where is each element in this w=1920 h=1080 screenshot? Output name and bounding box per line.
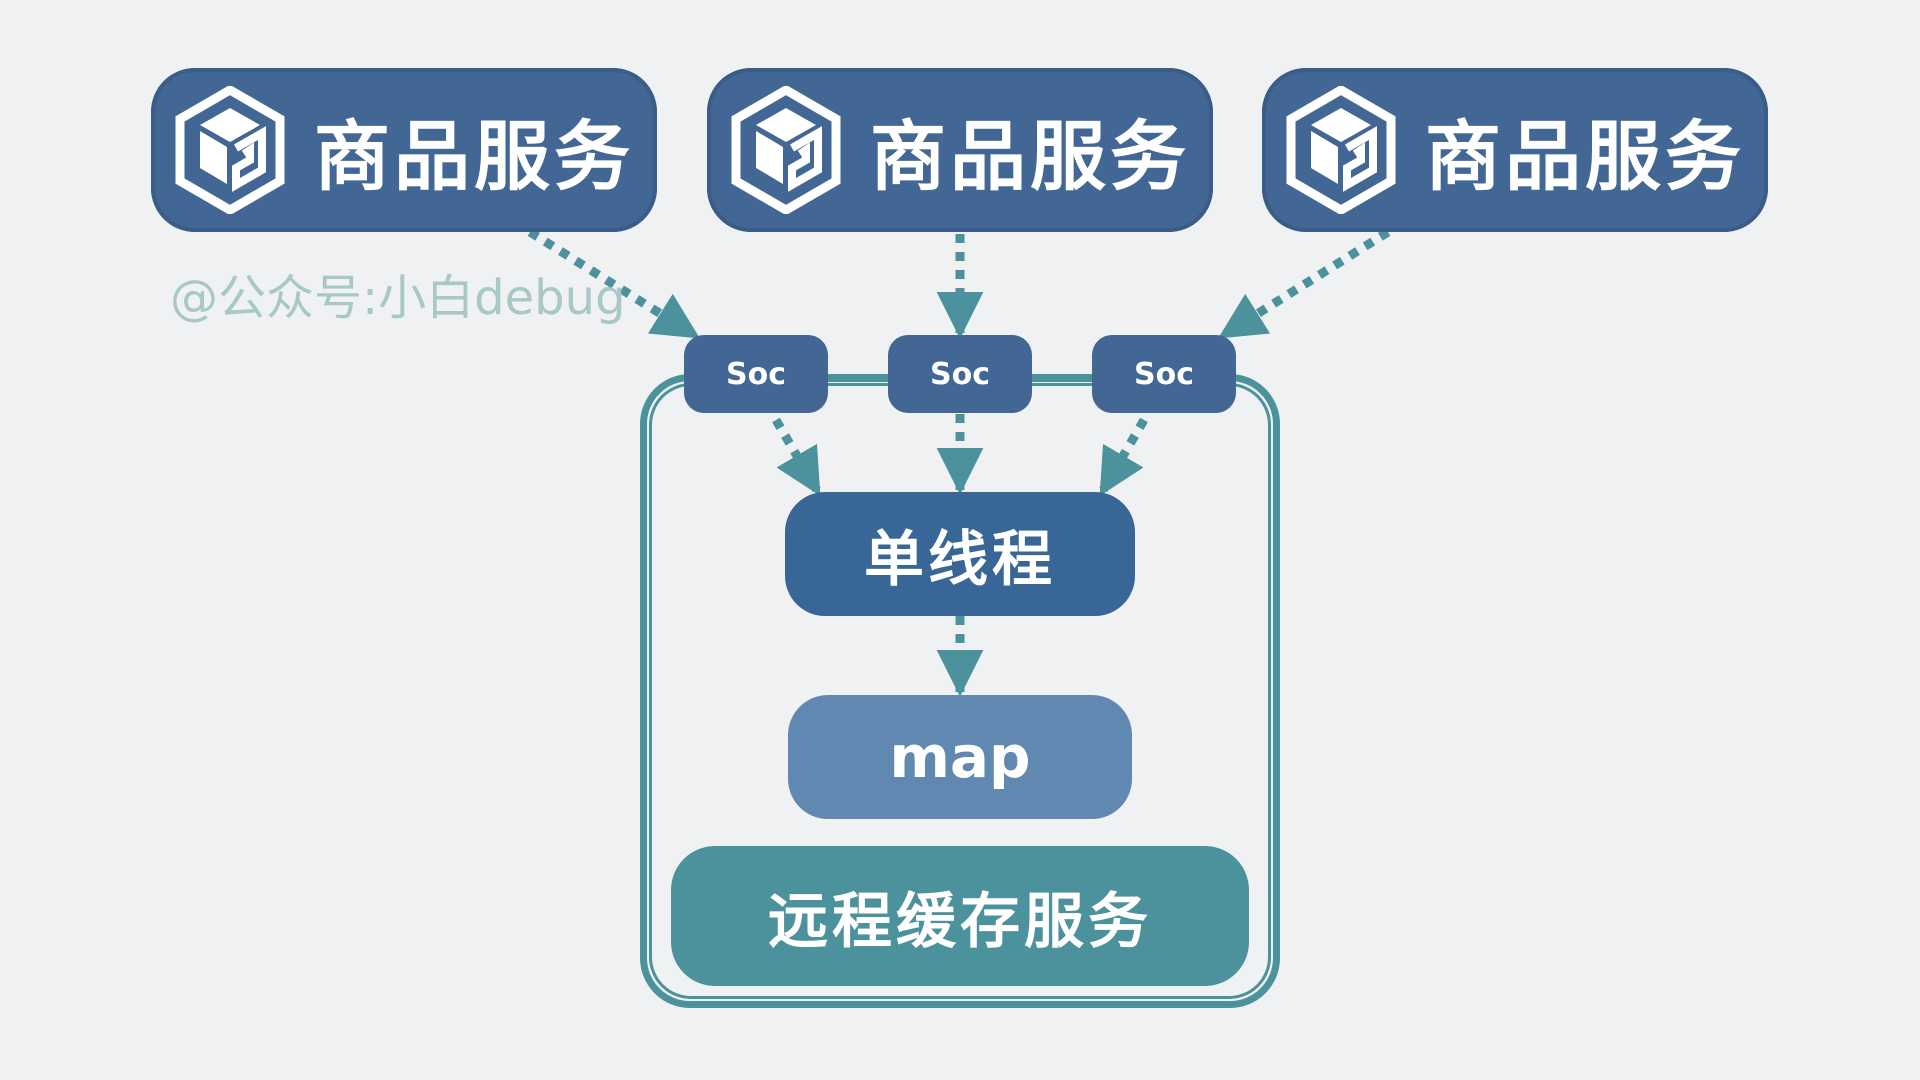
arrow-service-3-to-soc-3	[1218, 228, 1391, 340]
cube-g-icon	[175, 86, 285, 214]
service-box-3: 商品服务	[1262, 68, 1768, 232]
map-box: map	[788, 695, 1132, 819]
socket-box-1: Soc	[684, 335, 828, 413]
remote-cache-box: 远程缓存服务	[671, 846, 1249, 986]
service-label-3: 商品服务	[1425, 112, 1745, 201]
remote-cache-label: 远程缓存服务	[768, 886, 1152, 957]
socket-box-2: Soc	[888, 335, 1032, 413]
cube-g-icon	[731, 86, 841, 214]
socket-box-3: Soc	[1092, 335, 1236, 413]
service-label-2: 商品服务	[870, 112, 1190, 201]
socket-label-2: Soc	[930, 356, 990, 392]
service-label-1: 商品服务	[314, 112, 634, 201]
single-thread-label: 单线程	[864, 524, 1056, 595]
service-box-1: 商品服务	[151, 68, 657, 232]
watermark-text: @公众号:小白debug	[170, 270, 626, 326]
map-label: map	[889, 723, 1031, 791]
arrow-soc-3-to-thread	[1098, 417, 1148, 497]
service-box-2: 商品服务	[707, 68, 1213, 232]
socket-label-1: Soc	[726, 356, 786, 392]
cube-g-icon	[1286, 86, 1396, 214]
single-thread-box: 单线程	[785, 492, 1135, 616]
arrow-soc-1-to-thread	[772, 417, 822, 497]
arrow-service-1-to-soc-1	[527, 228, 700, 340]
socket-label-3: Soc	[1134, 356, 1194, 392]
